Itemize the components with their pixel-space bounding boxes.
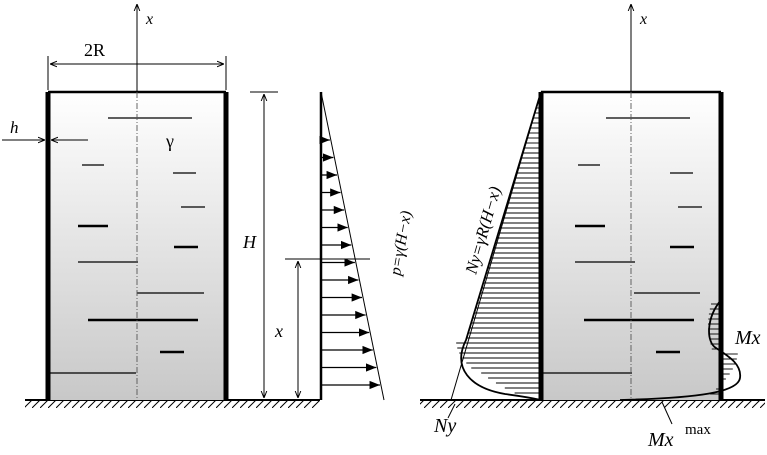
thickness-label: h (10, 118, 19, 137)
density-label: γ (165, 131, 174, 151)
coordinate-dimension: x (274, 258, 370, 398)
coordinate-label: x (274, 321, 283, 341)
hoop-force-leader (447, 403, 456, 419)
left-axis-label: x (145, 11, 153, 28)
hoop-force-diagram: Ny=γR(H−x) Ny (433, 91, 542, 437)
hoop-force-label: Ny (433, 415, 456, 437)
right-x-axis: x (631, 4, 647, 92)
moment-diagram: Mx Mx max (619, 299, 761, 451)
ground-left (25, 399, 320, 408)
liquid-dashes-right (543, 117, 702, 374)
moment-max-leader (661, 401, 673, 425)
moment-label: Mx (734, 327, 761, 349)
hoop-force-hatching (456, 97, 540, 394)
left-x-axis: x (137, 4, 153, 92)
hoop-force-membrane-line (450, 91, 542, 401)
moment-max-superscript: max (685, 422, 711, 438)
pressure-diagram: p=γ(H−x) (319, 91, 415, 401)
diameter-dimension: 2R (47, 40, 227, 90)
pressure-label: p=γ(H−x) (387, 210, 415, 278)
thickness-dimension: h (2, 118, 88, 140)
hoop-force-curve (460, 91, 542, 401)
height-dimension: H (242, 91, 278, 398)
right-tank (538, 90, 724, 400)
moment-max-label: Mx (647, 429, 674, 451)
ground-right (420, 399, 765, 408)
height-label: H (242, 232, 257, 252)
liquid-dashes-left (50, 117, 205, 374)
pressure-arrows (319, 135, 380, 390)
moment-hatching (708, 303, 738, 395)
moment-curve (619, 299, 741, 401)
left-tank (45, 90, 229, 400)
diameter-label: 2R (84, 40, 105, 60)
right-axis-label: x (639, 11, 647, 28)
